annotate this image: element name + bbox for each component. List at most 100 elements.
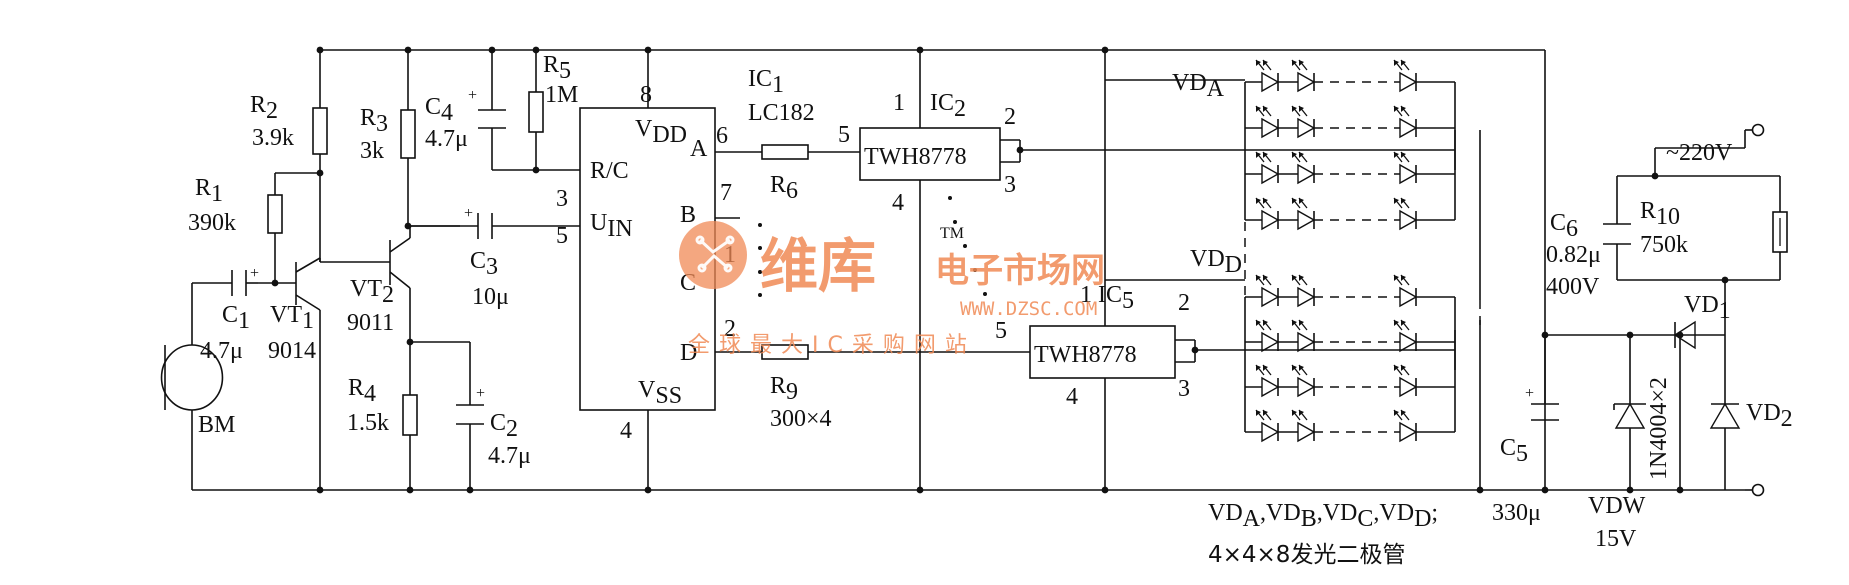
svg-text:0.82μ: 0.82μ [1546, 242, 1601, 268]
svg-text:7: 7 [720, 180, 732, 206]
led-diode [1255, 105, 1280, 139]
svg-text:2: 2 [1004, 104, 1016, 130]
svg-text:3k: 3k [360, 138, 384, 164]
svg-text:R4: R4 [348, 375, 376, 407]
svg-text:R5: R5 [543, 52, 571, 84]
r1-resistor [267, 194, 283, 234]
svg-text:1.5k: 1.5k [347, 410, 389, 436]
svg-text:VDA: VDA [1172, 70, 1225, 102]
junction-dots [271, 46, 1729, 494]
svg-text:1N4004×2: 1N4004×2 [1646, 377, 1672, 480]
led-diode [1393, 364, 1418, 398]
svg-text:1: 1 [893, 90, 905, 116]
svg-text:TM: TM [940, 225, 964, 242]
resistors [267, 91, 1788, 436]
svg-text:750k: 750k [1640, 232, 1688, 258]
svg-text:4.7μ: 4.7μ [200, 338, 243, 364]
led-diode [1291, 59, 1316, 93]
svg-text:+: + [1525, 385, 1534, 402]
led-diode [1255, 59, 1280, 93]
svg-text:~220V: ~220V [1666, 140, 1733, 166]
svg-text:3.9k: 3.9k [252, 125, 294, 151]
svg-text:LC182: LC182 [748, 100, 815, 126]
svg-text:4.7μ: 4.7μ [425, 126, 468, 152]
svg-text:VDW: VDW [1588, 493, 1646, 519]
ic5-chip [1029, 325, 1176, 379]
led-diode [1291, 151, 1316, 185]
led-diode [1393, 151, 1418, 185]
led-diode [1393, 59, 1418, 93]
svg-text:A: A [690, 136, 708, 162]
led-diode [1393, 105, 1418, 139]
led-diode [1291, 105, 1316, 139]
led-banks [1244, 59, 1456, 443]
svg-text:+: + [476, 385, 485, 402]
svg-text:IC5: IC5 [1098, 282, 1134, 314]
svg-text:B: B [680, 202, 696, 228]
led-diode [1291, 197, 1316, 231]
component-labels: R2 3.9k R1 390k R3 3k C4 4.7μ R5 1M C1 4… [188, 52, 1793, 568]
led-diode [1393, 274, 1418, 308]
microphone-bm [160, 344, 224, 411]
power-diodes [1613, 320, 1741, 429]
led-diode [1255, 409, 1280, 443]
svg-text:VT2: VT2 [350, 276, 394, 308]
led-diode [1291, 364, 1316, 398]
svg-text:IC2: IC2 [930, 90, 966, 122]
svg-text:8: 8 [640, 82, 652, 108]
capacitors [231, 109, 1631, 425]
svg-text:C1: C1 [222, 302, 250, 334]
led-diode [1291, 409, 1316, 443]
svg-text:6: 6 [716, 123, 728, 149]
svg-text:C4: C4 [425, 94, 453, 126]
svg-text:R10: R10 [1640, 198, 1680, 230]
svg-text:300×4: 300×4 [770, 406, 832, 432]
svg-text:10μ: 10μ [472, 284, 509, 310]
svg-text:C2: C2 [490, 410, 518, 442]
r6-resistor [761, 144, 809, 160]
led-diode [1393, 197, 1418, 231]
svg-text:2: 2 [724, 316, 736, 342]
svg-text:电子市场网: 电子市场网 [935, 251, 1105, 291]
led-diode [1255, 274, 1280, 308]
mains-terminal-bottom [1751, 483, 1765, 497]
svg-text:VSS: VSS [638, 377, 682, 409]
svg-text:400V: 400V [1546, 274, 1600, 300]
led-diode [1291, 274, 1316, 308]
led-diode [1255, 364, 1280, 398]
svg-text:+: + [468, 87, 477, 104]
svg-text:5: 5 [556, 223, 568, 249]
svg-text:D: D [680, 340, 697, 366]
svg-text:1: 1 [1080, 282, 1092, 308]
svg-text:BM: BM [198, 412, 235, 438]
svg-text:IC1: IC1 [748, 66, 784, 98]
svg-text:4.7μ: 4.7μ [488, 443, 531, 469]
r2-resistor [312, 107, 328, 155]
continuation-dots [758, 196, 987, 297]
svg-text:VDD: VDD [635, 116, 687, 148]
r3-resistor [400, 109, 416, 159]
svg-text:4: 4 [1066, 384, 1078, 410]
svg-text:4×4×8发光二极管: 4×4×8发光二极管 [1208, 542, 1405, 568]
svg-text:R/C: R/C [590, 158, 629, 184]
svg-text:C5: C5 [1500, 435, 1528, 467]
svg-text:VDD: VDD [1190, 246, 1242, 278]
svg-text:R1: R1 [195, 175, 223, 207]
svg-text:3: 3 [1004, 172, 1016, 198]
svg-text:UIN: UIN [590, 210, 633, 242]
svg-text:3: 3 [556, 186, 568, 212]
svg-text:VT1: VT1 [270, 302, 314, 334]
svg-text:1M: 1M [545, 82, 578, 108]
svg-text:维库: 维库 [760, 232, 876, 300]
watermark-logo: 维库 电子市场网 TM WWW.DZSC.COM 全球最大IC采购网站 [679, 221, 1105, 358]
svg-text:TWH8778: TWH8778 [864, 144, 967, 170]
svg-text:390k: 390k [188, 210, 236, 236]
svg-text:3: 3 [1178, 376, 1190, 402]
ic2-chip [859, 127, 1001, 181]
svg-text:C3: C3 [470, 248, 498, 280]
svg-text:R9: R9 [770, 373, 798, 405]
svg-text:9014: 9014 [268, 338, 316, 364]
svg-text:VDA,VDB,VDC,VDD;: VDA,VDB,VDC,VDD; [1208, 500, 1438, 532]
led-diode [1255, 197, 1280, 231]
